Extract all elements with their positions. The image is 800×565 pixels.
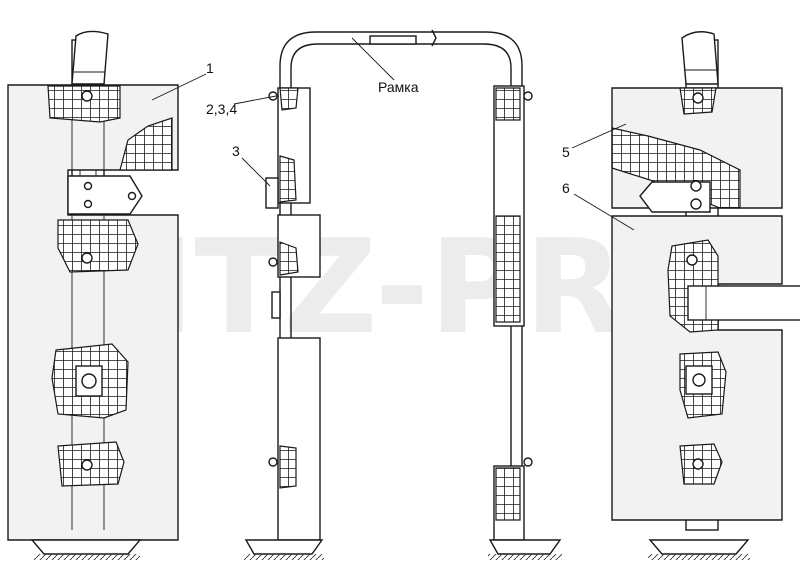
- bolt-icon: [81, 459, 93, 471]
- bolt-icon: [692, 458, 704, 470]
- left-view-pole-cap: [71, 30, 109, 85]
- frame-clip: [369, 35, 417, 45]
- frame-arch-outer: [279, 31, 523, 540]
- label-part-5: 5: [562, 144, 570, 160]
- side-view-foot-right: [488, 539, 562, 555]
- left-view-mount-block: [75, 365, 103, 397]
- side-panel-lower: [277, 337, 321, 541]
- leader-6: [573, 193, 635, 231]
- side-bracket: [265, 177, 279, 209]
- bolt-icon: [81, 90, 93, 102]
- callouts: 1 2,3,4 3 Рамка 5 6: [151, 37, 635, 231]
- left-view-cutout-top: [47, 85, 121, 123]
- left-view-bracket: [67, 175, 143, 215]
- left-view-cutout-step: [119, 117, 173, 171]
- leader-3: [241, 157, 271, 187]
- label-part-3: 3: [232, 143, 240, 159]
- bolt-icon: [690, 198, 702, 210]
- right-view-crossbar: [687, 285, 800, 321]
- label-part-2-3-4: 2,3,4: [206, 101, 237, 117]
- left-view-foot: [30, 539, 142, 555]
- left-side-view: [244, 29, 523, 560]
- bolt-icon: [268, 457, 278, 467]
- left-view-cutout-2: [57, 219, 139, 273]
- side-bracket-2: [271, 291, 281, 319]
- leader-1: [151, 73, 207, 101]
- label-frame: Рамка: [378, 79, 419, 95]
- bolt-icon: [692, 373, 706, 387]
- left-front-view: [7, 30, 179, 560]
- bolt-icon: [692, 92, 704, 104]
- bolt-icon: [81, 373, 97, 389]
- side-view-foot-left: [244, 539, 324, 555]
- leader-234: [233, 95, 277, 105]
- leader-5: [571, 123, 627, 149]
- bolt-icon: [81, 252, 93, 264]
- leader-frame: [351, 37, 395, 81]
- right-view-foot: [648, 539, 750, 555]
- right-view-pole-cap: [681, 31, 719, 85]
- bolt-icon: [686, 254, 698, 266]
- bolt-icon: [268, 91, 278, 101]
- bolt-icon: [523, 91, 533, 101]
- right-side-view: [488, 85, 562, 560]
- bolt-icon: [690, 180, 702, 192]
- label-part-6: 6: [562, 180, 570, 196]
- right-front-view: [611, 31, 800, 560]
- bolt-icon: [268, 257, 278, 267]
- label-part-1: 1: [206, 60, 214, 76]
- bolt-icon: [523, 457, 533, 467]
